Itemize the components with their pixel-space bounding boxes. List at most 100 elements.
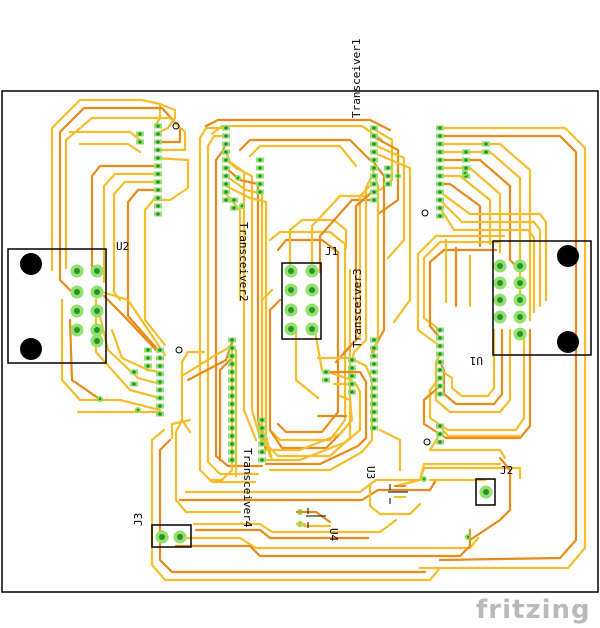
u1-header-col-d-pin [438, 384, 442, 388]
u1-header-col-a-pin [438, 174, 442, 178]
transceiver3-col-a-pin [372, 142, 376, 146]
transceiver1-col-a-pin [156, 196, 160, 200]
transceiver2-col-a-pin [224, 174, 228, 178]
transceiver4-col-a-pin [230, 442, 234, 446]
transceiver1-col-a-pin [156, 212, 160, 216]
u1-connector-8-pin [517, 331, 523, 337]
transceiver3-col-a-pin [372, 134, 376, 138]
via-hole-0 [98, 397, 102, 401]
u1-mounting-hole-top [557, 245, 579, 267]
u4-mark [296, 508, 326, 528]
transceiver4-col-c-pin [372, 410, 376, 414]
transceiver4-col-e-pin [324, 370, 328, 374]
transceiver1-col-b-pin [138, 140, 142, 144]
j1-3-pin [309, 287, 315, 293]
transceiver4-col-c-pin [372, 378, 376, 382]
label-u3: U3 [364, 466, 377, 479]
j1-7-pin [309, 326, 315, 332]
u2-mounting-hole-top [20, 253, 42, 275]
via-hole-4 [466, 535, 470, 539]
label-transceiver1: Transceiver1 [350, 39, 363, 118]
u1-header-col-a-pin [438, 198, 442, 202]
j1-outline [281, 262, 322, 340]
transceiver4-col-b-pin [260, 458, 264, 462]
j3-0-pin [159, 534, 165, 540]
u1-header-col-b-pin [464, 150, 468, 154]
u1-header-col-a-pin [438, 134, 442, 138]
via-hole-6 [463, 171, 467, 175]
transceiver1-col-a-pin [156, 164, 160, 168]
transceiver4-col-a-pin [230, 426, 234, 430]
transceiver2-col-b-pin [258, 174, 262, 178]
u1-header-col-d-pin [438, 328, 442, 332]
transceiver3-col-a-pin [372, 182, 376, 186]
u1-header-col-d-pin [438, 360, 442, 364]
transceiver3-col-a-pin [372, 158, 376, 162]
u1-header-col-a-pin [438, 126, 442, 130]
label-transceiver3: Transceiver3 [351, 269, 364, 348]
transceiver4-col-d-pin [350, 358, 354, 362]
u1-header-col-a-pin [438, 182, 442, 186]
transceiver4-col-c-pin [372, 354, 376, 358]
j1-2-pin [288, 287, 294, 293]
u1-header-col-b-pin [464, 158, 468, 162]
transceiver1-col-a-pin [156, 180, 160, 184]
transceiver4-col-a-pin [230, 434, 234, 438]
transceiver4-col-a-pin [230, 386, 234, 390]
u1-header-col-a-pin [438, 142, 442, 146]
label-j2: J2 [500, 464, 513, 477]
u2-header-col-c-pin [132, 382, 136, 386]
pin1-marker-t2 [175, 346, 183, 354]
transceiver2-col-a-pin [224, 198, 228, 202]
transceiver1-col-a-pin [156, 140, 160, 144]
u2-header-col-a-pin [158, 404, 162, 408]
transceiver3-col-b-pin [386, 166, 390, 170]
u1-connector-5-pin [517, 297, 523, 303]
u1-header-col-c-pin [484, 142, 488, 146]
u1-connector-0-pin [497, 263, 503, 269]
u2-header-col-b-pin [146, 356, 150, 360]
transceiver3-col-a-pin [372, 126, 376, 130]
u1-header-col-e-pin [438, 440, 442, 444]
u1-header-col-a-pin [438, 166, 442, 170]
u1-header-col-a-pin [438, 150, 442, 154]
transceiver4-col-a-pin [230, 410, 234, 414]
pin1-marker-t1 [172, 122, 180, 130]
transceiver2-col-a-pin [224, 126, 228, 130]
transceiver4-col-a-pin [230, 338, 234, 342]
transceiver3-col-a-pin [372, 190, 376, 194]
transceiver3-col-a-pin [372, 174, 376, 178]
u1-connector-7-pin [517, 314, 523, 320]
transceiver4-col-c-pin [372, 338, 376, 342]
u2-header-col-b-pin [146, 348, 150, 352]
u2-header-col-a-pin [158, 396, 162, 400]
u2-connector-8-pin [94, 338, 100, 344]
transceiver2-col-b-pin [258, 166, 262, 170]
transceiver3-col-a-pin [372, 198, 376, 202]
u2-header-col-a-pin [158, 356, 162, 360]
pin1-marker-t4 [423, 438, 431, 446]
via-hole-5 [422, 477, 426, 481]
transceiver4-col-c-pin [372, 426, 376, 430]
transceiver4-col-e-pin [324, 378, 328, 382]
u2-header-col-a-pin [158, 388, 162, 392]
u2-module-outline [7, 248, 107, 364]
transceiver2-col-c-pin [232, 206, 236, 210]
transceiver2-col-a-pin [224, 150, 228, 154]
u2-connector-6-pin [74, 327, 80, 333]
u1-header-col-d-pin [438, 392, 442, 396]
transceiver1-col-a-pin [156, 148, 160, 152]
u2-connector-3-pin [94, 289, 100, 295]
transceiver4-col-a-pin [230, 394, 234, 398]
label-j1: J1 [325, 245, 338, 258]
u2-header-col-a-pin [158, 372, 162, 376]
label-u2: U2 [116, 240, 129, 253]
transceiver1-col-a-pin [156, 156, 160, 160]
transceiver4-col-b-pin [260, 450, 264, 454]
via-hole-8 [240, 204, 244, 208]
transceiver2-col-a-pin [224, 182, 228, 186]
transceiver2-col-a-pin [224, 166, 228, 170]
transceiver2-col-c-pin [232, 198, 236, 202]
transceiver1-col-a-pin [156, 124, 160, 128]
transceiver4-col-c-pin [372, 402, 376, 406]
